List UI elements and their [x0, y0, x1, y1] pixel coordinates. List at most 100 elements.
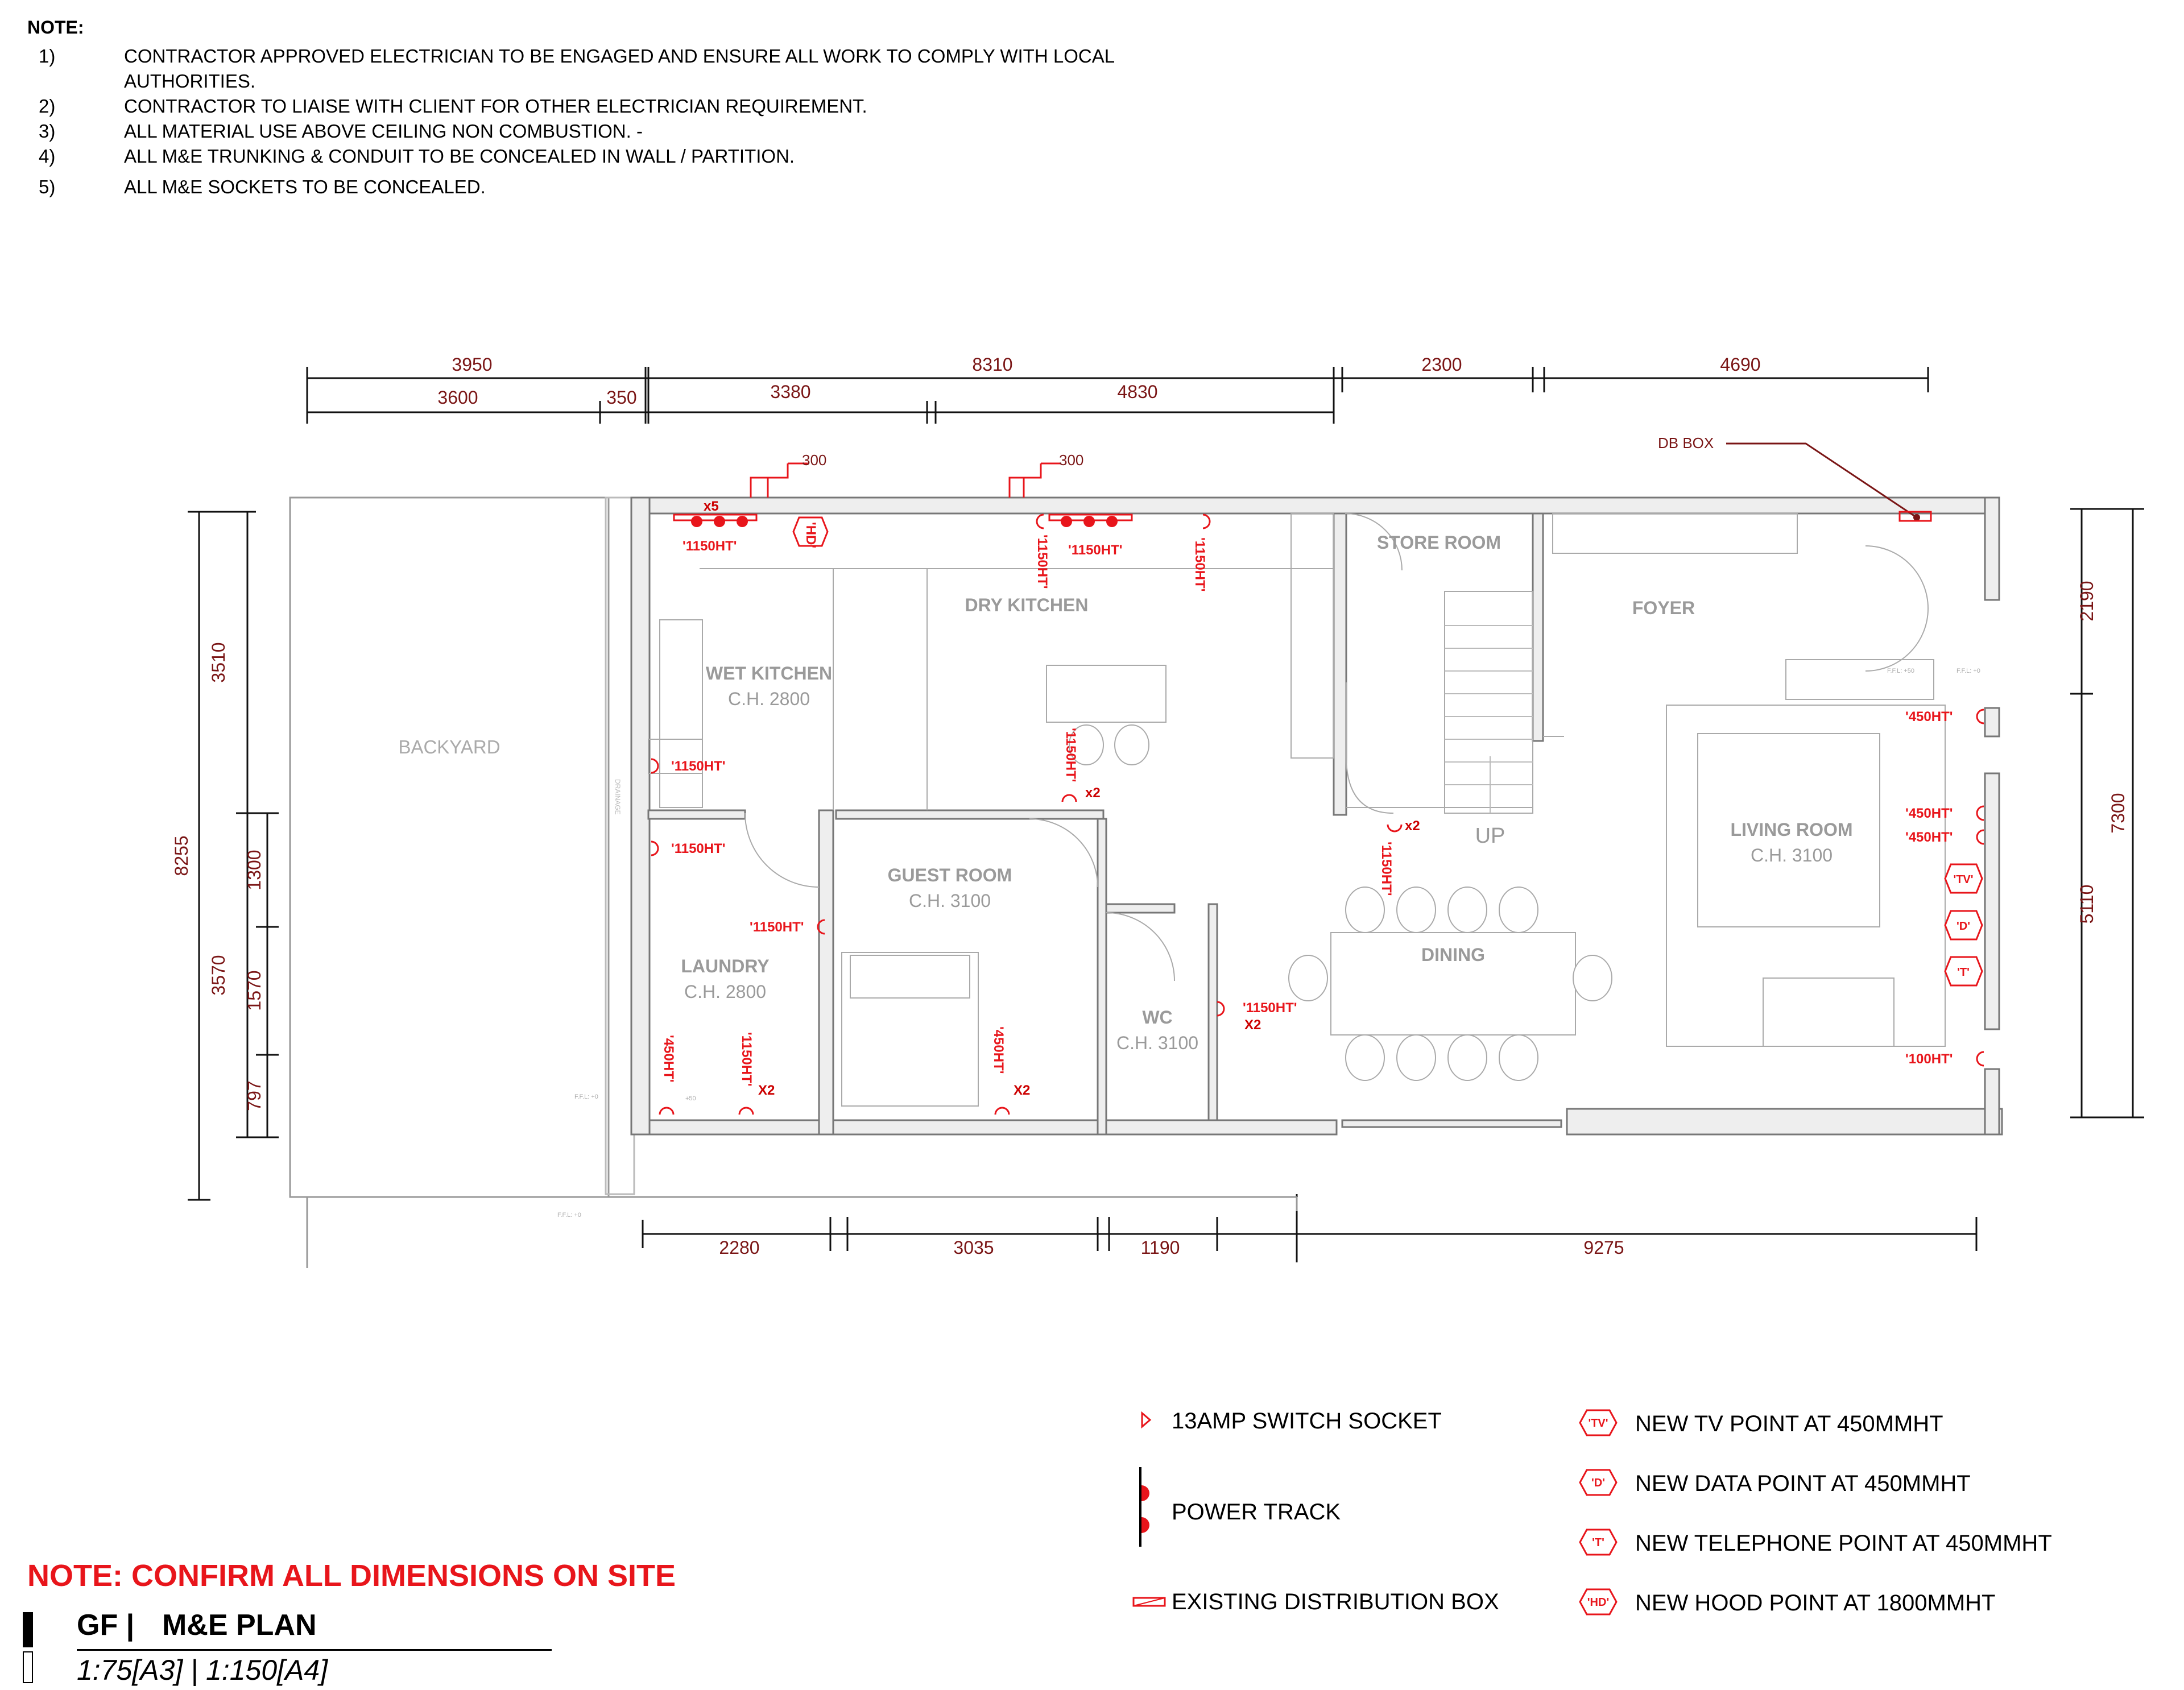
switch-socket-icon	[659, 1107, 675, 1115]
legend-tags: 'TV' 'D' 'T' 'HD'	[1587, 1417, 1609, 1609]
dim-top-inner-4: 4830	[1117, 382, 1157, 402]
legend-tv: NEW TV POINT AT 450MMHT	[1635, 1411, 1943, 1436]
label-dk-vert: '1150HT'	[1035, 535, 1050, 589]
telephone-point-icon	[1944, 956, 1983, 987]
label-hd: 'HD'	[803, 522, 818, 548]
switch-socket-icon	[1976, 829, 1984, 845]
legend-distribution-box-icon	[1132, 1597, 1166, 1607]
stair-treads	[1445, 625, 1533, 813]
note-text: CONTRACTOR TO LIAISE WITH CLIENT FOR OTH…	[124, 96, 867, 117]
room-foyer: FOYER	[1632, 598, 1695, 618]
label-living-450-b: '450HT'	[1905, 806, 1953, 821]
note-number: 5)	[39, 176, 56, 197]
title-divider	[77, 1649, 552, 1651]
dimension-labels: 3950 8310 2300 4690 3600 350 3380 4830 2…	[171, 354, 2128, 1258]
switch-socket-icon	[1387, 824, 1403, 832]
note-text: AUTHORITIES.	[124, 71, 256, 92]
notes-heading: NOTE:	[27, 17, 84, 38]
label-dk-top: '1150HT'	[1068, 542, 1122, 558]
room-guest-room: GUEST ROOM	[888, 865, 1012, 885]
switch-sockets	[651, 513, 1984, 1115]
label-wk-top-count: x5	[704, 499, 719, 514]
ffl-label: F.F.L: +0	[557, 1212, 581, 1219]
site-outline	[289, 496, 1298, 1268]
switch-socket-icon	[1976, 709, 1984, 724]
ffl-label: F.F.L: +0	[574, 1093, 598, 1100]
room-guest-room-ch: C.H. 3100	[909, 890, 991, 911]
note-row: AUTHORITIES.	[27, 69, 1165, 94]
note-row: 1)CONTRACTOR APPROVED ELECTRICIAN TO BE …	[27, 44, 1165, 69]
title-bar-outline	[23, 1651, 33, 1683]
dim-bottom-4: 9275	[1583, 1237, 1624, 1258]
label-living-450-a: '450HT'	[1905, 709, 1953, 724]
db-box-callout: DB BOX	[1658, 434, 1932, 522]
label-guest-450: '450HT'	[991, 1026, 1006, 1074]
legend-telephone-icon	[1579, 1529, 1618, 1556]
dim-bottom-2: 3035	[953, 1237, 994, 1258]
legend-hood-tag: 'HD'	[1587, 1596, 1609, 1609]
label-tv: 'TV'	[1953, 873, 1973, 886]
label-living-450-c: '450HT'	[1905, 830, 1953, 845]
room-laundry: LAUNDRY	[681, 956, 769, 976]
room-store-room: STORE ROOM	[1377, 532, 1501, 553]
switch-socket-icon	[1036, 513, 1044, 529]
dining-chairs	[1069, 724, 1612, 1081]
legend-tel-tag: 'T'	[1592, 1536, 1604, 1549]
dim-top-inner-3: 3380	[770, 382, 810, 402]
label-dk-island-count: x2	[1085, 785, 1101, 801]
legend-hood: NEW HOOD POINT AT 1800MMHT	[1635, 1590, 1995, 1616]
room-laundry-ch: C.H. 2800	[684, 981, 766, 1002]
room-living-room-ch: C.H. 3100	[1751, 845, 1833, 865]
title-bar-solid	[23, 1612, 33, 1647]
legend-hood-icon	[1579, 1588, 1618, 1616]
dim-left-mid-1: 3510	[208, 642, 229, 682]
title-block: GF | M&E PLAN 1:75[A3] | 1:150[A4]	[23, 1604, 552, 1686]
interior-lines	[648, 513, 1946, 1107]
label-wk-side: '1150HT'	[671, 759, 725, 774]
hood-offset-labels: 300 300	[802, 452, 1083, 469]
data-point-icon	[1944, 910, 1983, 941]
note-text: ALL M&E SOCKETS TO BE CONCEALED.	[124, 176, 486, 197]
title-name: M&E PLAN	[162, 1609, 317, 1642]
title-scale: 1:75[A3] | 1:150[A4]	[77, 1654, 328, 1686]
label-dining-count: x2	[1405, 818, 1420, 834]
label-t: 'T'	[1957, 966, 1970, 979]
door-swings	[744, 513, 1929, 981]
label-wc-count: X2	[1244, 1017, 1261, 1033]
dim-right-mid-1: 2190	[2077, 581, 2097, 621]
room-wc-ch: C.H. 3100	[1116, 1033, 1198, 1053]
dim-right-outer: 7300	[2108, 793, 2128, 833]
room-wet-kitchen: WET KITCHEN	[706, 663, 832, 684]
dim-left-inner-2: 1570	[244, 970, 264, 1010]
legend-switch-socket: 13AMP SWITCH SOCKET	[1172, 1409, 1442, 1434]
note-text: CONTRACTOR APPROVED ELECTRICIAN TO BE EN…	[124, 45, 1115, 67]
switch-socket-icon	[651, 840, 659, 856]
switch-socket-icon	[994, 1107, 1010, 1115]
switch-socket-icon	[1202, 513, 1211, 529]
comm-points	[792, 516, 1983, 987]
label-dk-island: '1150HT'	[1063, 728, 1078, 782]
dim-top-1: 3950	[452, 354, 492, 375]
label-laundry-450: '450HT'	[661, 1035, 676, 1082]
stair-up-label: UP	[1475, 824, 1505, 848]
title-level: GF |	[77, 1609, 135, 1642]
legend-power-track: POWER TRACK	[1172, 1500, 1341, 1525]
hood-offset-markers	[750, 462, 1061, 498]
label-wk-top: '1150HT'	[682, 539, 737, 554]
room-living-room: LIVING ROOM	[1730, 819, 1852, 840]
ffl-label: F.F.L: +0	[1956, 668, 1980, 674]
dim-left-mid-2: 3570	[208, 955, 229, 995]
label-laundry-1150: '1150HT'	[739, 1032, 754, 1086]
dim-left-outer: 8255	[171, 835, 192, 876]
note-text: ALL MATERIAL USE ABOVE CEILING NON COMBU…	[124, 121, 643, 142]
dim-top-2: 8310	[972, 354, 1012, 375]
drainage-label: DRAINAGE	[614, 779, 622, 815]
switch-socket-icon	[1976, 805, 1984, 821]
legend-distribution-box: EXISTING DISTRIBUTION BOX	[1172, 1589, 1499, 1614]
note-row: 3)ALL MATERIAL USE ABOVE CEILING NON COM…	[27, 119, 1165, 144]
legend-data-tag: 'D'	[1591, 1477, 1605, 1489]
room-wet-kitchen-ch: C.H. 2800	[728, 689, 810, 709]
label-wc-1150: '1150HT'	[1243, 1000, 1297, 1016]
label-d: 'D'	[1956, 920, 1970, 933]
